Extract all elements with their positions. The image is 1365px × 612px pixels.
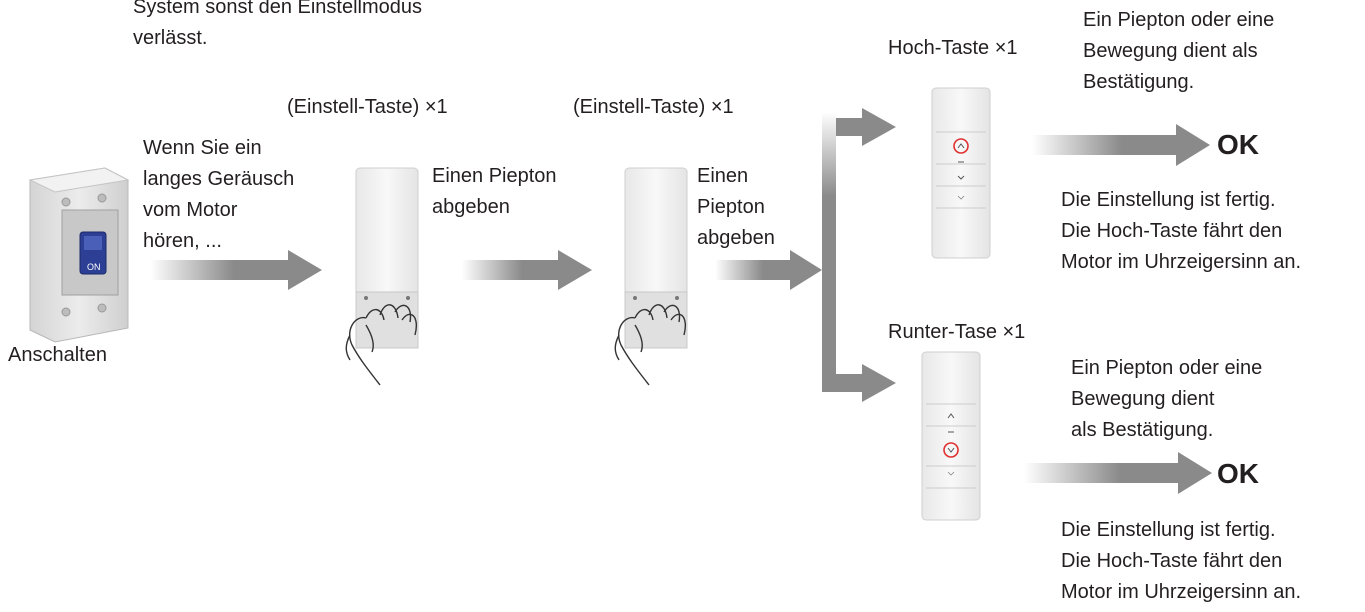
breaker-on-label: ON <box>87 262 101 272</box>
remote-with-hand-2 <box>614 167 688 386</box>
circuit-breaker-icon <box>28 167 130 343</box>
remote-down <box>921 351 981 521</box>
step2-result: Einen Piepton abgeben <box>697 165 775 249</box>
branch-up-confirmation: Ein Piepton oder eine Bewegung dient als… <box>1083 9 1275 93</box>
branch-down-done: Die Einstellung ist fertig. Die Hoch-Tas… <box>1061 519 1302 603</box>
branch-down-ok: OK <box>1217 458 1259 489</box>
step2-button-label: (Einstell-Taste) ×1 <box>573 96 734 118</box>
remote-up <box>931 87 991 259</box>
arrow-ok-up <box>1032 124 1210 166</box>
arrow-step3 <box>715 250 822 290</box>
arrow-step2 <box>462 250 592 290</box>
branch-down-confirmation: Ein Piepton oder eine Bewegung dient als… <box>1071 357 1263 441</box>
step1-note: Wenn Sie ein langes Geräusch vom Motor h… <box>143 137 295 252</box>
arrow-ok-down <box>1024 452 1212 494</box>
branch-up-done: Die Einstellung ist fertig. Die Hoch-Tas… <box>1061 189 1302 273</box>
branch-up-button-label: Hoch-Taste ×1 <box>888 37 1018 59</box>
remote-with-hand-1 <box>345 167 419 386</box>
breaker-caption: Anschalten <box>8 344 107 366</box>
step1-result: Einen Piepton abgeben <box>432 165 557 218</box>
branch-up-ok: OK <box>1217 129 1259 160</box>
intro-text: System sonst den Einstellmodus verlässt. <box>133 0 423 49</box>
arrow-step1 <box>150 250 322 290</box>
branch-down-button-label: Runter-Tase ×1 <box>888 321 1026 343</box>
branch-connector <box>822 108 896 402</box>
step1-button-label: (Einstell-Taste) ×1 <box>287 96 448 118</box>
